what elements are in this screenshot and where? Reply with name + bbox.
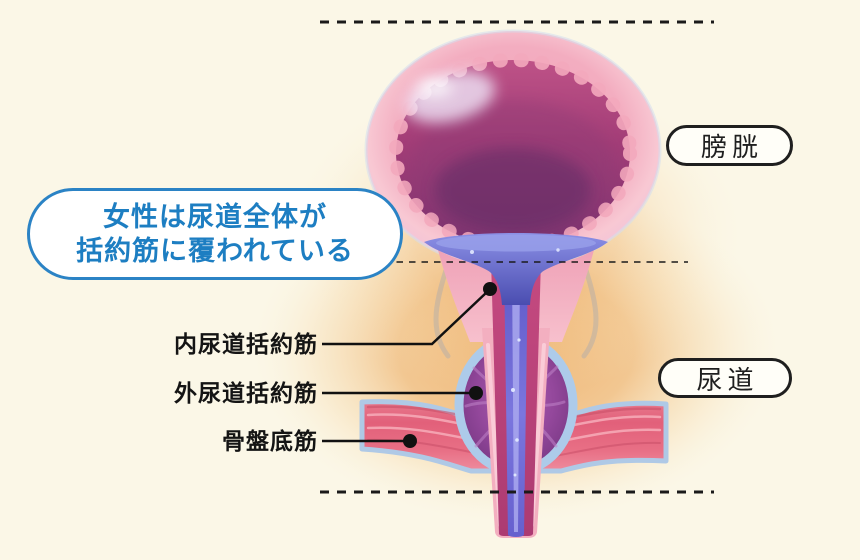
pelvic-floor-dot bbox=[403, 434, 417, 448]
callout-text-line1: 女性は尿道全体が bbox=[103, 202, 327, 232]
label-external-sphincter: 外尿道括約筋 bbox=[174, 380, 318, 406]
internal-sphincter-dot bbox=[483, 282, 497, 296]
internal-sphincter-leader-line bbox=[322, 291, 488, 346]
tag-bladder: 膀胱 bbox=[666, 125, 793, 166]
callout-bubble: 女性は尿道全体が 括約筋に覆われている bbox=[27, 188, 403, 280]
reference-dashed-lines bbox=[320, 20, 714, 494]
tag-urethra: 尿道 bbox=[658, 358, 792, 398]
label-internal-sphincter: 内尿道括約筋 bbox=[174, 331, 318, 357]
label-pelvic-floor: 骨盤底筋 bbox=[222, 428, 318, 454]
bladder-funnel bbox=[424, 233, 608, 305]
urethra-tube bbox=[482, 260, 550, 538]
callout-text-line2: 括約筋に覆われている bbox=[76, 236, 354, 266]
bladder-body bbox=[364, 29, 662, 271]
label-leader-lines bbox=[322, 282, 497, 448]
external-sphincter-dot bbox=[469, 386, 483, 400]
